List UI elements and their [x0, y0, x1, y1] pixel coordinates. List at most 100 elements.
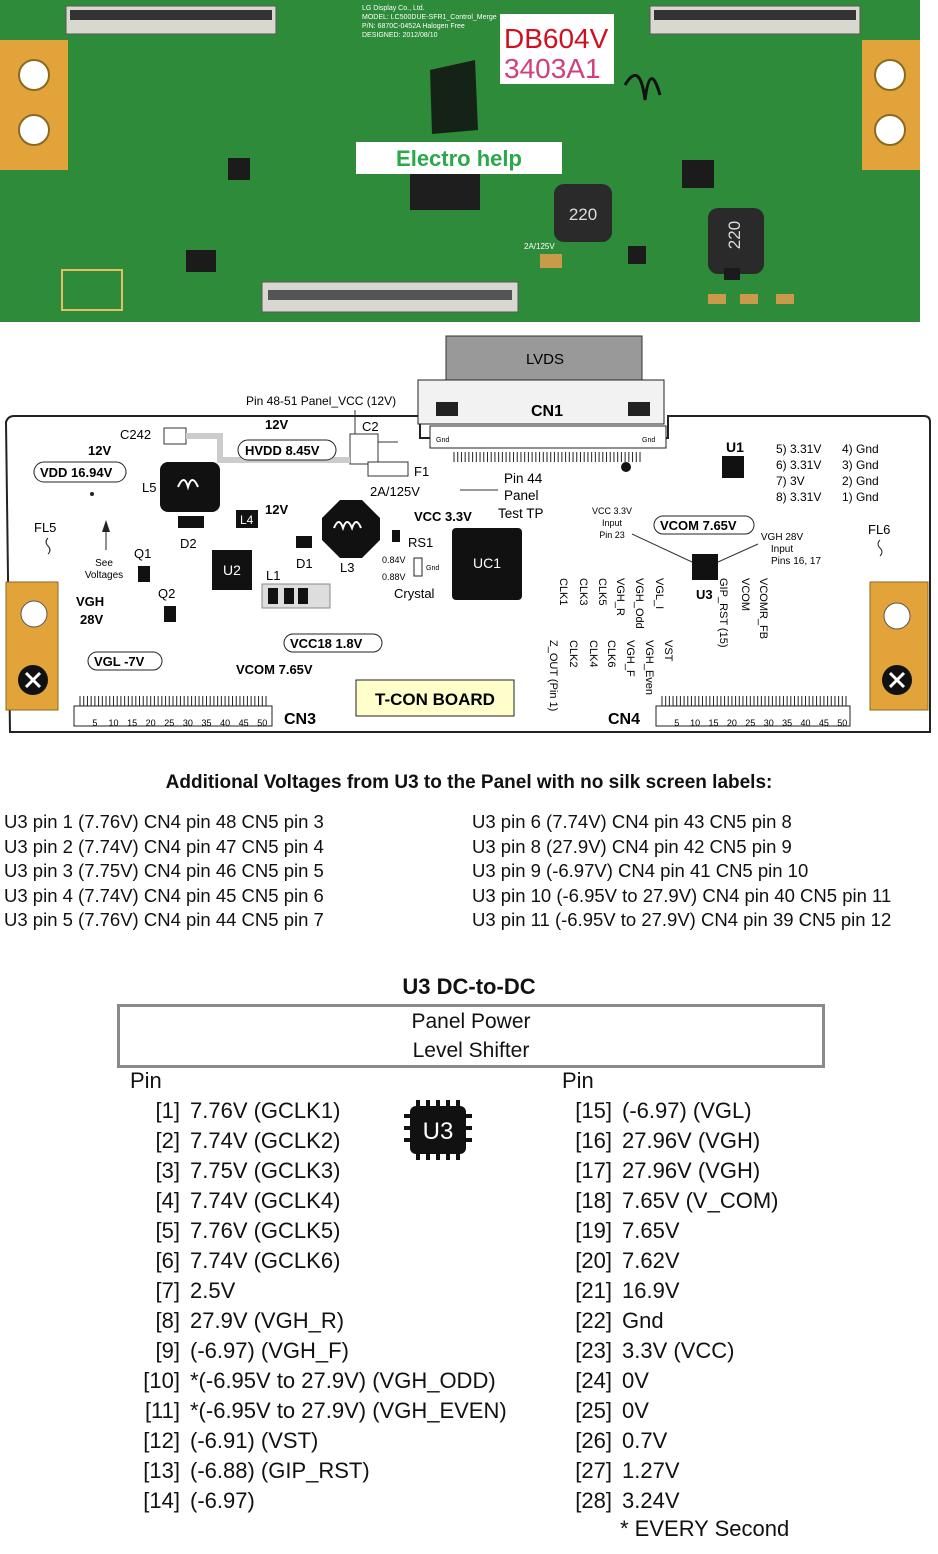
pin-number: [27]: [575, 1458, 612, 1483]
vdd-label: VDD 16.94V: [40, 465, 113, 480]
pin-row: [23]3.3V (VCC): [562, 1336, 779, 1366]
scale-number: 20: [146, 718, 156, 728]
svg-text:Gnd: Gnd: [436, 437, 449, 444]
voltage-line: U3 pin 11 (-6.95V to 27.9V) CN4 pin 39 C…: [472, 909, 892, 930]
u3-pins-left: Pin [1]7.76V (GCLK1)[2]7.74V (GCLK2)[3]7…: [130, 1066, 507, 1516]
silk-line: P/N: 6870C-0452A Halogen Free: [362, 23, 465, 30]
pin-row: [19]7.65V: [562, 1216, 779, 1246]
svg-text:Q1: Q1: [134, 546, 151, 561]
cn4-signal-label: VGH_Odd: [633, 578, 645, 629]
vcc18-label: VCC18 1.8V: [290, 636, 363, 651]
scale-number: 15: [709, 718, 719, 728]
pin-row: [22]Gnd: [562, 1306, 779, 1336]
svg-text:3) Gnd: 3) Gnd: [842, 458, 879, 472]
ink-mark: [430, 60, 478, 134]
svg-text:FL5: FL5: [34, 520, 56, 535]
lvds-cable: [445, 335, 643, 381]
svg-text:1) Gnd: 1) Gnd: [842, 490, 879, 504]
inductor-photo: [708, 208, 764, 274]
pin-row: [10]*(-6.95V to 27.9V) (VGH_ODD): [130, 1366, 507, 1396]
pin-voltage: *(-6.95V to 27.9V) (VGH_EVEN): [190, 1398, 507, 1423]
scale-number: 25: [164, 718, 174, 728]
scale-number: 30: [183, 718, 193, 728]
u1-chip: [722, 456, 744, 478]
pin-voltage: (-6.97): [190, 1488, 255, 1513]
svg-text:220: 220: [569, 205, 597, 224]
svg-text:Pin 23: Pin 23: [599, 530, 625, 540]
pin-number: [21]: [575, 1278, 612, 1303]
pin-voltage: 7.65V: [622, 1218, 680, 1243]
svg-text:Gnd: Gnd: [426, 565, 439, 572]
voltages-right-column: U3 pin 6 (7.74V) CN4 pin 43 CN5 pin 8 U3…: [472, 810, 891, 933]
svg-text:C242: C242: [120, 427, 151, 442]
vcom-cn3-label: VCOM 7.65V: [236, 662, 313, 677]
q1-transistor: [138, 566, 150, 582]
scale-number: 15: [127, 718, 137, 728]
cn1-label: CN1: [531, 403, 563, 420]
u2-chip: [212, 550, 252, 590]
svg-text:U1: U1: [726, 439, 744, 455]
cn4-signal-label: CLK3: [577, 578, 589, 606]
u3-function-line: Panel Power: [411, 1010, 531, 1033]
svg-text:F1: F1: [414, 464, 429, 479]
pin-voltage: 3.24V: [622, 1488, 680, 1513]
svg-text:L4: L4: [240, 513, 254, 527]
svg-text:U2: U2: [223, 562, 241, 578]
u3-chip-icon: U3: [404, 1100, 472, 1160]
pin-voltage: 0.7V: [622, 1428, 668, 1453]
svg-text:0.84V: 0.84V: [382, 555, 406, 565]
pin-number: [15]: [575, 1098, 612, 1123]
sticker-code: 3403A1: [504, 53, 601, 84]
cn4-connector: [655, 705, 851, 727]
silk-line: MODEL: LC500DUE-SFR1_Control_Merge: [362, 14, 497, 21]
pin-voltage: 1.27V: [622, 1458, 680, 1483]
q2-transistor: [164, 606, 176, 622]
svg-text:VGH: VGH: [76, 594, 104, 609]
scale-number: 30: [764, 718, 774, 728]
pin-voltage: (-6.97) (VGH_F): [190, 1338, 349, 1363]
pin-row: [26]0.7V: [562, 1426, 779, 1456]
d1-diode: [296, 536, 312, 548]
pin-number: [2]: [155, 1128, 180, 1153]
cn4-signal-label: VCOM: [739, 578, 751, 611]
pin-number: [16]: [575, 1128, 612, 1153]
voltage-line: U3 pin 8 (27.9V) CN4 pin 42 CN5 pin 9: [472, 835, 792, 857]
serial-sticker: [500, 14, 614, 84]
pin-number: [14]: [143, 1488, 180, 1513]
lvds-label: LVDS: [526, 351, 564, 368]
watermark-text: Electro help: [396, 146, 522, 171]
pin-voltage: 27.9V (VGH_R): [190, 1308, 345, 1333]
pin-voltage: 7.76V (GCLK5): [190, 1218, 341, 1243]
cn4-signal-label: Z_OUT (Pin 1): [547, 640, 559, 711]
scale-number: 10: [690, 718, 700, 728]
pin-row: [16]27.96V (VGH): [562, 1126, 779, 1156]
pin-number: [5]: [155, 1218, 180, 1243]
cn3-label: CN3: [284, 711, 316, 728]
cn4-signal-label: VST: [662, 640, 674, 662]
cn1-connector: [417, 379, 665, 425]
pin-number: [28]: [575, 1488, 612, 1513]
voltages-left-column: U3 pin 1 (7.76V) CN4 pin 48 CN5 pin 3 U3…: [4, 810, 324, 933]
scale-number: 50: [257, 718, 267, 728]
pin-row: [20]7.62V: [562, 1246, 779, 1276]
hvdd-label: HVDD 8.45V: [245, 443, 320, 458]
cn4-signal-label: VGH_R: [614, 578, 626, 616]
pin-number: [18]: [575, 1188, 612, 1213]
cn4-signal-label: VCOMR_FB: [757, 578, 769, 639]
pin-row: [15](-6.97) (VGL): [562, 1096, 779, 1126]
cn4-signal-label: CLK1: [557, 578, 569, 606]
pin-row: [8]27.9V (VGH_R): [130, 1306, 507, 1336]
pin-voltage: 27.96V (VGH): [622, 1158, 761, 1183]
silk-line: LG Display Co., Ltd.: [362, 5, 425, 12]
cn4-signal-label: CLK2: [567, 640, 579, 668]
pin-header: Pin: [130, 1068, 162, 1093]
scale-number: 35: [782, 718, 792, 728]
cn1-pins: [453, 452, 641, 462]
scale-number: 20: [727, 718, 737, 728]
cn4-signal-label: GIP_RST (15): [717, 578, 729, 648]
pin-row: [21]16.9V: [562, 1276, 779, 1306]
voltage-line: U3 pin 1 (7.76V) CN4 pin 48 CN5 pin 3: [4, 811, 324, 832]
pin-row: [13](-6.88) (GIP_RST): [130, 1456, 507, 1486]
svg-text:7) 3V: 7) 3V: [776, 474, 805, 488]
